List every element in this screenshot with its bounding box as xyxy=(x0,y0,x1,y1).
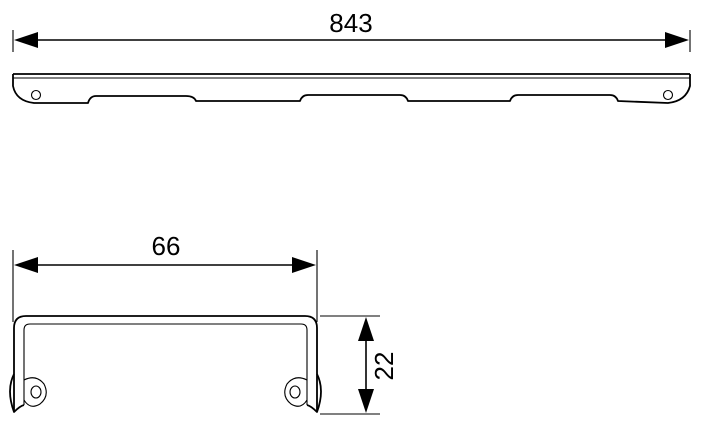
mounting-hole-left xyxy=(30,89,42,101)
clip-right xyxy=(284,373,322,413)
length-label: 843 xyxy=(329,8,372,38)
width-label: 66 xyxy=(152,231,181,261)
height-label: 22 xyxy=(369,352,399,381)
top-view: 843 xyxy=(12,8,691,104)
u-profile xyxy=(13,315,318,412)
grate-profile xyxy=(12,73,691,104)
width-dimension-line xyxy=(14,257,316,273)
clip-left xyxy=(9,373,47,413)
length-dimension-line xyxy=(14,32,689,48)
height-dimension-line xyxy=(358,317,374,413)
mounting-hole-right xyxy=(662,89,674,101)
section-view: 66 22 xyxy=(9,231,399,415)
